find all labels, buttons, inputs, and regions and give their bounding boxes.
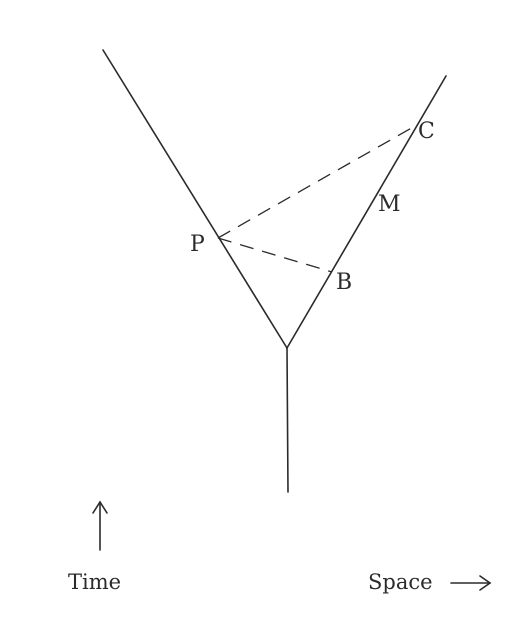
label-c: C xyxy=(418,119,435,144)
label-b: B xyxy=(336,270,352,295)
time-axis-label: Time xyxy=(68,570,121,594)
label-m: M xyxy=(378,192,401,217)
time-arrow-icon xyxy=(92,500,108,551)
left-worldline xyxy=(102,49,288,349)
space-arrow-icon xyxy=(450,575,492,591)
dashed-line-p-c xyxy=(217,125,416,239)
dashed-line-p-b xyxy=(217,237,333,273)
right-worldline xyxy=(286,75,447,349)
stem-worldline xyxy=(286,347,289,493)
space-axis-label: Space xyxy=(368,570,433,594)
label-p: P xyxy=(190,232,205,257)
